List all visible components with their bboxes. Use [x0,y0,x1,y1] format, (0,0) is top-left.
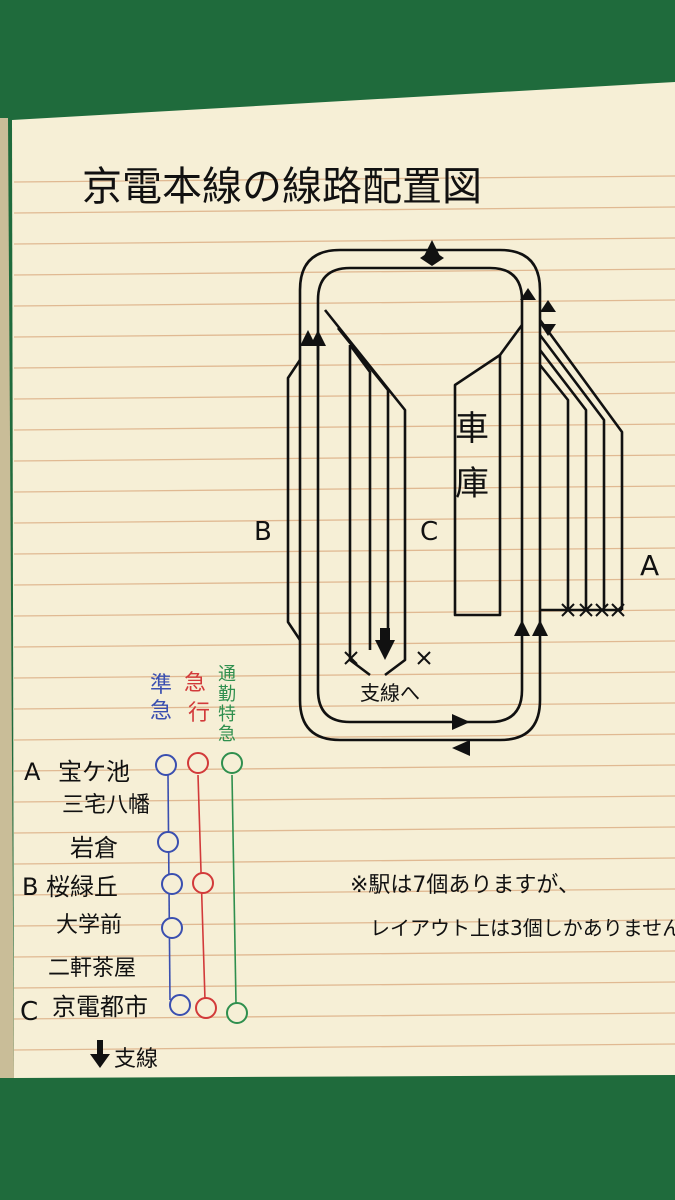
ruled-line [13,485,675,493]
siding-a-1 [538,319,624,610]
outer-loop-track [298,248,542,742]
notebook-spine [0,118,14,1078]
diagram-title: 京電本線の線路配置図 [82,164,482,210]
ruled-line [13,826,675,834]
commuter-header-4: 急 [218,724,236,745]
siding-a-2 [538,334,606,610]
station-list: A 宝ケ池 三宅八幡 岩倉 B 桜緑丘 大学前 二軒茶屋 C 京電都市 [20,758,150,1027]
ruled-line [13,950,675,958]
station-name: 桜緑丘 [46,873,118,901]
ruled-line [13,423,675,431]
siding-a-4 [538,364,570,610]
siding-b-1 [286,359,302,641]
ruled-line [13,299,675,307]
section-label-a: A [640,549,659,582]
section-label-b: B [254,517,272,547]
ruled-line [13,702,675,710]
ruled-line [13,206,675,214]
ruled-line [13,578,675,586]
ruled-line [13,981,675,989]
footer-branch-label: 支線 [114,1047,158,1072]
siding-a-3 [538,349,588,610]
station-marker-b: B [22,873,38,901]
buffer-stop-marks [344,603,625,665]
express-header-2: 行 [188,701,210,726]
semi-express-header-2: 急 [150,699,172,724]
ruled-line [13,268,675,276]
commuter-line [231,774,237,1005]
ruled-line [13,547,675,555]
siding-c-2 [336,327,390,650]
ruled-line [13,888,675,896]
semi-express-header-1: 準 [150,673,172,698]
service-headers: 準 急 急 行 通 勤 特 急 [150,664,236,745]
ruled-line [13,237,675,245]
depot-label-1: 車 [455,409,489,449]
ruled-line [13,1012,675,1020]
ruled-line [13,764,675,772]
station-name: 三宅八幡 [62,793,150,818]
note-line-2: レイアウト上は3個しかありません。 [370,916,675,940]
ruled-line [13,857,675,865]
ruled-line [13,640,675,648]
ruled-line [13,919,675,927]
commuter-header-3: 特 [218,704,236,725]
inner-loop-track [316,266,524,724]
station-name: 宝ケ池 [58,758,130,786]
commuter-header-2: 勤 [218,684,236,705]
commuter-header-1: 通 [218,664,236,685]
ruled-line [13,516,675,524]
ruled-line [13,795,675,803]
direction-arrows [300,240,556,756]
ruled-line [13,361,675,369]
stop-circles [155,752,248,1024]
siding-c-3 [348,344,372,650]
section-label-c: C [420,517,438,547]
ruled-line [13,733,675,741]
express-header-1: 急 [184,671,206,696]
note-line-1: ※駅は7個ありますが、 [350,873,580,898]
branch-arrow-label: 支線へ [360,681,420,705]
track-layout [286,248,624,742]
station-marker-c: C [20,997,38,1027]
ruled-line [13,671,675,679]
station-name: 大学前 [56,913,122,938]
station-name: 岩倉 [70,834,118,862]
ruled-line [13,454,675,462]
depot-label-2: 庫 [455,464,489,504]
depot-building [453,353,502,617]
station-name: 二軒茶屋 [48,956,136,981]
footer-branch: 支線 [90,1040,158,1072]
station-marker-a: A [24,758,41,786]
ruled-line [13,1043,675,1051]
ruled-line [13,175,675,183]
station-name: 京電都市 [52,993,148,1021]
